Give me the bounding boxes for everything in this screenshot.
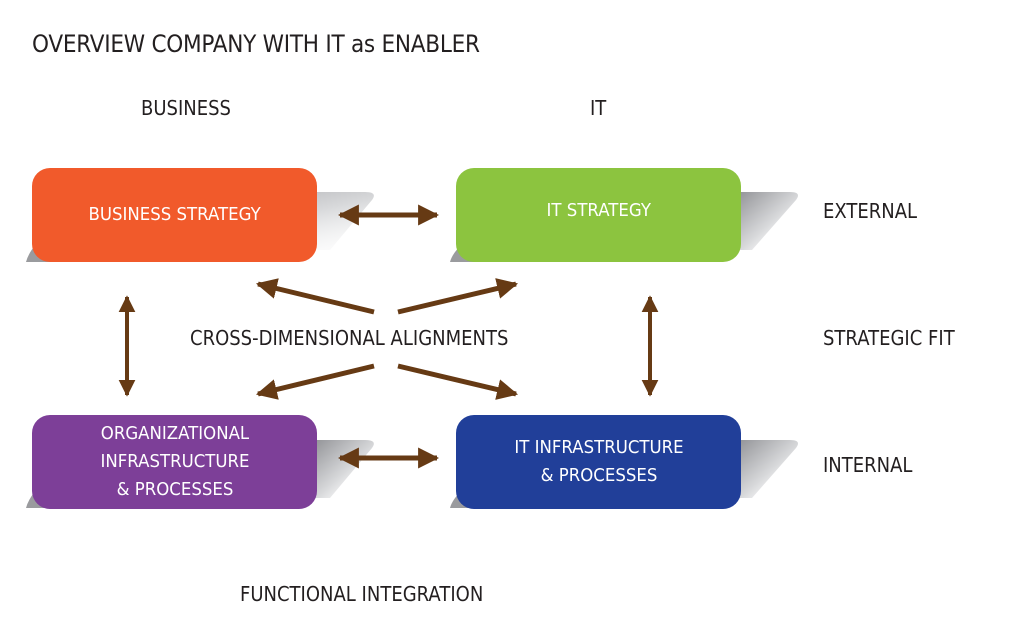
shadow-it-strategy — [734, 192, 798, 250]
column-label-business: BUSINESS — [141, 96, 231, 120]
arrow-diag-up-right — [397, 278, 519, 315]
functional-integration-label: FUNCTIONAL INTEGRATION — [240, 582, 484, 606]
column-label-it: IT — [590, 96, 607, 120]
row-label-strategic-fit: STRATEGIC FIT — [823, 326, 955, 350]
org-infrastructure-label: ORGANIZATIONAL INFRASTRUCTURE & PROCESSE… — [99, 423, 249, 500]
arrow-diag-up-left — [255, 278, 375, 315]
it-strategy-box: IT STRATEGY — [456, 168, 741, 262]
diagram-title: OVERVIEW COMPANY WITH IT as ENABLER — [32, 30, 480, 58]
shadow-it-infrastructure — [734, 440, 798, 498]
it-infrastructure-box: IT INFRASTRUCTURE & PROCESSES — [456, 415, 741, 509]
arrow-diag-down-right — [397, 363, 519, 400]
row-label-internal: INTERNAL — [823, 453, 913, 477]
it-strategy-label: IT STRATEGY — [546, 200, 651, 221]
row-label-external: EXTERNAL — [823, 199, 918, 223]
arrow-diag-down-left — [255, 363, 375, 400]
cross-dimensional-alignments-label: CROSS-DIMENSIONAL ALIGNMENTS — [190, 326, 509, 350]
business-strategy-box: BUSINESS STRATEGY — [32, 168, 317, 262]
org-infrastructure-box: ORGANIZATIONAL INFRASTRUCTURE & PROCESSE… — [32, 415, 317, 509]
business-strategy-label: BUSINESS STRATEGY — [88, 204, 261, 225]
it-infrastructure-label: IT INFRASTRUCTURE & PROCESSES — [513, 437, 684, 486]
